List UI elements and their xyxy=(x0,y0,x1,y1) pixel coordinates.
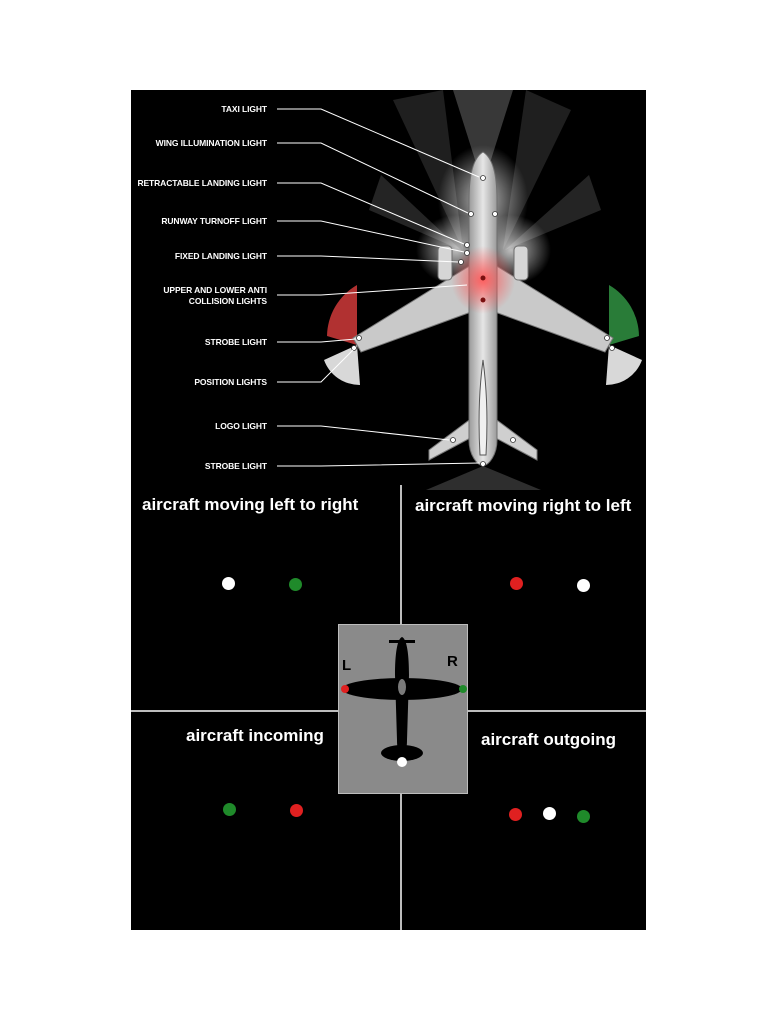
left-red-sector xyxy=(327,285,357,345)
position-light-right-point xyxy=(609,345,615,351)
strobe-light-left-point xyxy=(356,335,362,341)
light-left-to-right-1 xyxy=(222,577,235,590)
light-incoming-1 xyxy=(223,803,236,816)
left-side-label: L xyxy=(342,657,352,674)
leader-line-logo xyxy=(277,425,450,441)
cockpit-canopy xyxy=(398,679,406,695)
runway-turnoff-light-point xyxy=(464,250,470,256)
leader-line-taxi xyxy=(277,108,480,178)
strobe-light-right-point xyxy=(604,335,610,341)
light-outgoing-1 xyxy=(509,808,522,821)
label-position-lights: POSITION LIGHTS xyxy=(194,377,267,387)
left-engine xyxy=(437,245,453,281)
light-incoming-2 xyxy=(290,804,303,817)
lower-anti-collision-point xyxy=(480,297,486,303)
right-white-sector xyxy=(606,345,642,386)
leader-line-retractable-landing xyxy=(277,182,465,245)
right-green-sector xyxy=(609,285,639,345)
plane-tail-white-light xyxy=(397,757,407,767)
leader-line-position xyxy=(277,349,354,383)
left-white-sector xyxy=(324,345,360,386)
upper-anti-collision-point xyxy=(480,275,486,281)
label-fixed-landing-light: FIXED LANDING LIGHT xyxy=(174,251,267,261)
light-outgoing-3 xyxy=(577,810,590,823)
light-outgoing-2 xyxy=(543,807,556,820)
label-retractable-landing-light: RETRACTABLE LANDING LIGHT xyxy=(137,178,267,188)
title-incoming: aircraft incoming xyxy=(186,726,324,745)
label-strobe-light-wing: STROBE LIGHT xyxy=(204,337,267,347)
leader-line-strobe-wing xyxy=(277,338,357,343)
leader-line-strobe-tail xyxy=(277,462,480,467)
leader-line-wing-illumination xyxy=(277,142,469,214)
logo-light-point-right xyxy=(510,437,516,443)
fixed-landing-light-point xyxy=(458,259,464,265)
wing-illumination-light-point xyxy=(468,211,474,217)
aircraft-lights-figure: TAXI LIGHT WING ILLUMINATION LIGHT RETRA… xyxy=(131,90,646,930)
label-runway-turnoff-light: RUNWAY TURNOFF LIGHT xyxy=(161,216,267,226)
taxi-light-beam xyxy=(453,90,513,185)
label-taxi-light: TAXI LIGHT xyxy=(221,104,267,114)
label-logo-light: LOGO LIGHT xyxy=(215,421,267,431)
position-light-left-point xyxy=(351,345,357,351)
retractable-landing-light-point xyxy=(464,242,470,248)
light-right-to-left-2 xyxy=(577,579,590,592)
wing-illumination-light-point-right xyxy=(492,211,498,217)
title-right-to-left: aircraft moving right to left xyxy=(415,496,632,515)
plane-right-green-light xyxy=(459,685,467,693)
plane-orientation-legend: L R xyxy=(338,624,468,794)
vertical-fin xyxy=(478,359,488,456)
plane-silhouette xyxy=(341,637,467,767)
tail-strobe-light-point xyxy=(480,461,486,467)
taxi-light-point xyxy=(480,175,486,181)
plane-left-red-light xyxy=(341,685,349,693)
plane-tailplane xyxy=(381,745,423,761)
logo-light-point xyxy=(450,437,456,443)
right-side-label: R xyxy=(447,653,458,670)
leader-line-fixed-landing xyxy=(277,255,459,263)
leader-line-runway-turnoff xyxy=(277,220,465,253)
light-left-to-right-2 xyxy=(289,578,302,591)
title-outgoing: aircraft outgoing xyxy=(481,730,617,749)
airliner-illustration xyxy=(277,90,642,490)
label-wing-illumination-light: WING ILLUMINATION LIGHT xyxy=(155,138,267,148)
light-right-to-left-1 xyxy=(510,577,523,590)
right-engine xyxy=(513,245,529,281)
light-pattern-quadrants: aircraft moving left to right aircraft m… xyxy=(131,485,646,930)
label-anti-collision-lights: UPPER AND LOWER ANTI COLLISION LIGHTS xyxy=(163,285,267,306)
title-left-to-right: aircraft moving left to right xyxy=(142,495,359,514)
tail-light-beam xyxy=(426,466,541,490)
airliner-lights-diagram: TAXI LIGHT WING ILLUMINATION LIGHT RETRA… xyxy=(131,90,646,490)
leader-line-anti-collision xyxy=(277,284,468,296)
label-strobe-light-tail: STROBE LIGHT xyxy=(204,461,267,471)
